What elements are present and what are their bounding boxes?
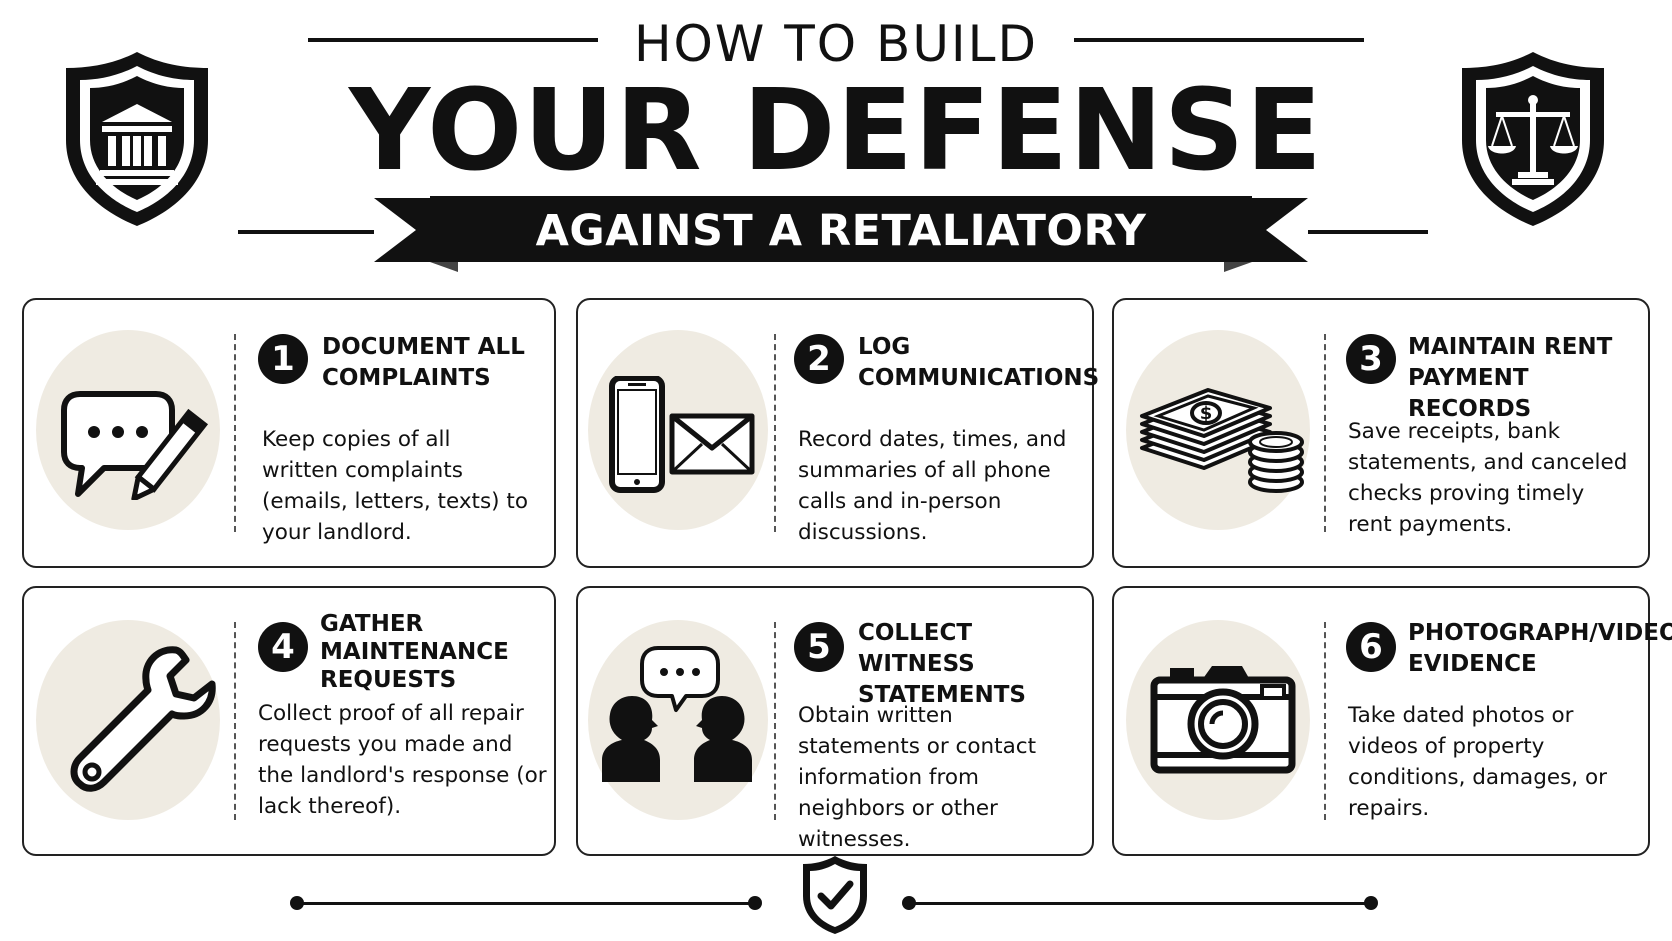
step-card-6: 6 PHOTOGRAPH/VIDEO EVIDENCE Take dated p… xyxy=(1112,586,1672,856)
title-main: YOUR DEFENSE xyxy=(349,66,1323,196)
footer-dot-center-left xyxy=(748,896,762,910)
ribbon-title: AGAINST A RETALIATORY EVICTION xyxy=(535,206,1147,318)
camera-icon xyxy=(1150,666,1296,774)
step-title: DOCUMENT ALL COMPLAINTS xyxy=(322,334,525,391)
cash-coins-icon: $ xyxy=(1140,388,1304,493)
header-rule-ribbon-left xyxy=(238,230,374,234)
header-rule-top-right xyxy=(1074,38,1364,42)
two-people-talking-icon xyxy=(602,646,752,782)
step-number-badge: 5 xyxy=(794,622,844,672)
ribbon-banner xyxy=(374,196,1308,272)
step-card-1: 1 DOCUMENT ALL COMPLAINTS Keep copies of… xyxy=(22,298,556,568)
step-number-badge: 6 xyxy=(1346,622,1396,672)
card-divider xyxy=(234,334,236,532)
card-divider xyxy=(1324,334,1326,532)
courthouse-shield-icon xyxy=(66,52,208,226)
step-description: Take dated photos or videos of property … xyxy=(1348,703,1607,821)
step-number-badge: 2 xyxy=(794,334,844,384)
card-divider xyxy=(774,622,776,820)
step-number-badge: 3 xyxy=(1346,334,1396,384)
step-number-badge: 1 xyxy=(258,334,308,384)
wrench-icon xyxy=(70,646,216,792)
footer-rule-left xyxy=(296,902,756,905)
step-title: GATHER MAINTENANCE REQUESTS xyxy=(320,611,509,693)
header-rule-top-left xyxy=(308,38,598,42)
scales-of-justice-shield-icon xyxy=(1462,52,1604,226)
step-card-3: $ 3 MAINTAIN RENT PAYMENT RECORDS Save r… xyxy=(1112,298,1650,568)
step-description: Record dates, times, and summaries of al… xyxy=(798,427,1067,545)
card-divider xyxy=(234,622,236,820)
step-description: Keep copies of all written complaints (e… xyxy=(262,427,528,545)
step-card-4: 4 GATHER MAINTENANCE REQUESTS Collect pr… xyxy=(22,586,556,856)
step-title: MAINTAIN RENT PAYMENT RECORDS xyxy=(1408,334,1613,422)
step-title: COLLECT WITNESS STATEMENTS xyxy=(858,620,1026,708)
title-top: HOW TO BUILD xyxy=(633,15,1039,73)
checkmark-shield-icon xyxy=(803,856,867,934)
step-number-badge: 4 xyxy=(258,622,308,672)
footer-dot-right xyxy=(1364,896,1378,910)
step-description: Obtain written statements or contact inf… xyxy=(798,703,1037,852)
step-description: Save receipts, bank statements, and canc… xyxy=(1348,419,1628,537)
card-divider xyxy=(1324,622,1326,820)
card-divider xyxy=(774,334,776,532)
header-rule-ribbon-right xyxy=(1308,230,1428,234)
footer-rule-right xyxy=(910,902,1372,905)
step-title: PHOTOGRAPH/VIDEO EVIDENCE xyxy=(1408,620,1672,677)
chat-bubble-pencil-icon xyxy=(61,391,209,500)
step-description: Collect proof of all repair requests you… xyxy=(258,701,547,819)
step-title: LOG COMMUNICATIONS xyxy=(858,334,1100,391)
step-card-2: 2 LOG COMMUNICATIONS Record dates, times… xyxy=(576,298,1100,568)
svg-text:$: $ xyxy=(1200,403,1213,424)
phone-envelope-icon xyxy=(609,376,755,493)
footer-dot-center-right xyxy=(902,896,916,910)
step-card-5: 5 COLLECT WITNESS STATEMENTS Obtain writ… xyxy=(576,586,1094,856)
